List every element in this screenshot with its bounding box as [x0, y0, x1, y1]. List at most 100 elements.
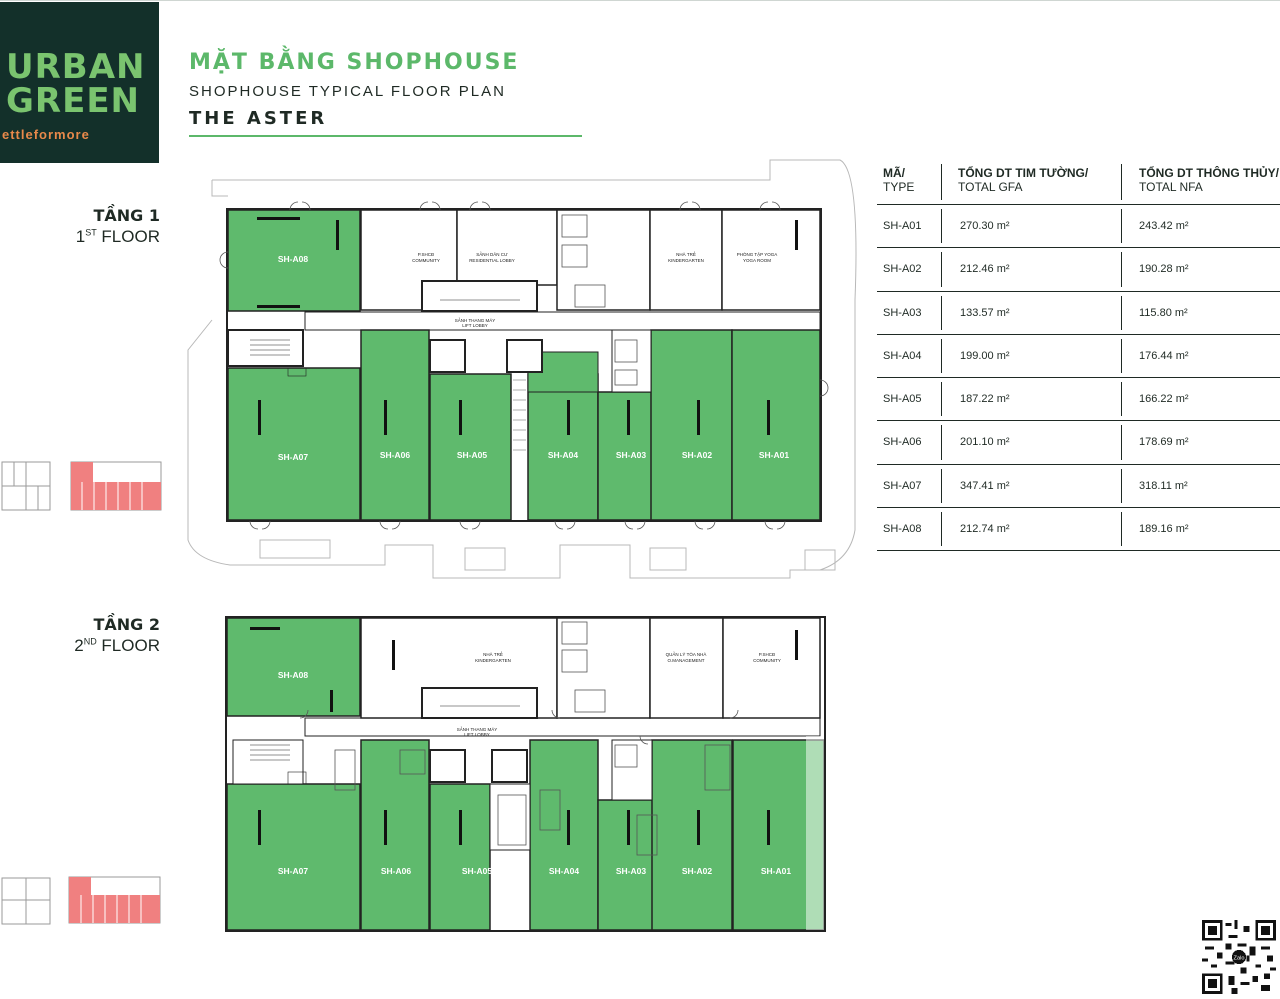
- unit-gfa: 347.41 m²: [960, 479, 1010, 492]
- floor2-unit-sh-a08: [226, 617, 361, 717]
- floor1-label-sh-a03: SH-A03: [616, 450, 647, 460]
- unit-gfa: 212.46 m²: [960, 263, 1010, 276]
- unit-type: SH-A04: [883, 349, 922, 362]
- area-table-row: SH-A08 212.74 m² 189.16 m²: [877, 508, 1280, 552]
- floor1-label-sh-a01: SH-A01: [759, 450, 790, 460]
- svg-text:NHÀ TRẺ: NHÀ TRẺ: [483, 651, 503, 657]
- header-nfa: TỔNG DT THÔNG THỦY/TOTAL NFA: [1139, 166, 1279, 194]
- floor2-en: 2ND FLOOR: [74, 636, 160, 655]
- floor2-vn: TẦNG 2: [93, 615, 160, 634]
- key-plan-floor1-context: [1, 461, 51, 511]
- key-plan-floor2-context: [1, 877, 51, 925]
- floor2-unit-labels: SH-A08 SH-A07 SH-A06 SH-A05 SH-A04 SH-A0…: [278, 670, 792, 876]
- floor1-unit-sh-a06: [360, 329, 430, 521]
- key-plan-floor1: [70, 461, 162, 511]
- floor1-en: 1ST FLOOR: [75, 227, 160, 246]
- brand-line2: GREEN: [6, 81, 140, 121]
- floor1-unit-sh-a01: [731, 329, 821, 521]
- unit-nfa: 243.42 m²: [1139, 220, 1189, 232]
- floor2-label-sh-a04: SH-A04: [549, 866, 580, 876]
- brand-tagline: ettleformore: [2, 127, 90, 142]
- floor1-unit-sh-a07: [227, 367, 361, 521]
- key-plan-floor2: [68, 876, 161, 924]
- svg-text:SẢNH THANG MÁY: SẢNH THANG MÁY: [457, 726, 497, 732]
- floor2-label-sh-a06: SH-A06: [381, 866, 412, 876]
- svg-text:NHÀ TRẺ: NHÀ TRẺ: [676, 251, 696, 257]
- brand-logo: URBAN GREEN ettleformore: [0, 2, 159, 163]
- svg-text:O.MANAGEMENT: O.MANAGEMENT: [667, 658, 704, 663]
- area-table-row: SH-A07 347.41 m² 318.11 m²: [877, 465, 1280, 509]
- qr-zalo-badge: Zalo: [1234, 956, 1245, 962]
- svg-text:RESIDENTIAL LOBBY: RESIDENTIAL LOBBY: [469, 258, 515, 263]
- unit-gfa: 133.57 m²: [960, 306, 1010, 319]
- floor2-plan: [225, 616, 826, 932]
- building-name: THE ASTER: [189, 108, 328, 129]
- floor2-unit-sh-a06: [360, 739, 430, 931]
- floor1-label-sh-a06: SH-A06: [380, 450, 411, 460]
- unit-type: SH-A02: [883, 263, 922, 276]
- floor2-label-sh-a03: SH-A03: [616, 866, 647, 876]
- unit-gfa: 199.00 m²: [960, 349, 1010, 362]
- unit-nfa: 318.11 m²: [1139, 479, 1188, 492]
- area-table-row: SH-A05 187.22 m² 166.22 m²: [877, 378, 1280, 422]
- floor1-unit-sh-a02: [650, 329, 733, 521]
- unit-type: SH-A06: [883, 436, 922, 449]
- floor1-label-sh-a02: SH-A02: [682, 450, 713, 460]
- area-table-row: SH-A02 212.46 m² 190.28 m²: [877, 248, 1280, 292]
- unit-type: SH-A01: [883, 220, 922, 232]
- unit-nfa: 190.28 m²: [1139, 263, 1189, 276]
- svg-text:P.SHCĐ: P.SHCĐ: [759, 652, 776, 657]
- svg-text:P.SHCĐ: P.SHCĐ: [418, 252, 435, 257]
- floor2-unit-sh-a05: [429, 783, 491, 931]
- unit-type: SH-A07: [883, 479, 922, 492]
- svg-text:LIFT LOBBY: LIFT LOBBY: [462, 323, 487, 328]
- floor2-label-sh-a08: SH-A08: [278, 670, 309, 680]
- area-table-row: SH-A01 270.30 m² 243.42 m²: [877, 205, 1280, 249]
- area-table-row: SH-A04 199.00 m² 176.44 m²: [877, 335, 1280, 379]
- floor1-label-sh-a08: SH-A08: [278, 254, 309, 264]
- floor1-unit-sh-a05: [429, 373, 512, 521]
- unit-nfa: 115.80 m²: [1139, 306, 1188, 319]
- svg-text:COMMUNITY: COMMUNITY: [753, 658, 781, 663]
- svg-text:SẢNH THANG MÁY: SẢNH THANG MÁY: [455, 317, 495, 323]
- brand-line1: URBAN: [6, 47, 146, 87]
- floor1-room-labels: P.SHCĐ COMMUNITY SẢNH DÂN CƯ RESIDENTIAL…: [412, 251, 777, 328]
- svg-text:KINDERGARTEN: KINDERGARTEN: [475, 658, 511, 663]
- title-en: SHOPHOUSE TYPICAL FLOOR PLAN: [189, 83, 506, 100]
- unit-gfa: 212.74 m²: [960, 523, 1010, 536]
- svg-text:PHÒNG TẬP YOGA: PHÒNG TẬP YOGA: [737, 251, 778, 257]
- floor1-label-sh-a04: SH-A04: [548, 450, 579, 460]
- title-vn: MẶT BẰNG SHOPHOUSE: [189, 50, 520, 75]
- top-rule: [0, 0, 1280, 1]
- floor1-label: TẦNG 1 1ST FLOOR: [10, 206, 160, 247]
- floor1-vn: TẦNG 1: [93, 206, 160, 225]
- unit-gfa: 270.30 m²: [960, 220, 1010, 232]
- floor1-label-sh-a05: SH-A05: [457, 450, 488, 460]
- svg-text:COMMUNITY: COMMUNITY: [412, 258, 440, 263]
- unit-gfa: 187.22 m²: [960, 393, 1010, 406]
- floor2-unit-sh-a07: [226, 783, 361, 931]
- floor2-label-sh-a02: SH-A02: [682, 866, 713, 876]
- floor2-unit-sh-a04: [529, 739, 599, 931]
- header-type: MÃ/TYPE: [883, 166, 915, 194]
- unit-nfa: 176.44 m²: [1139, 349, 1189, 362]
- svg-text:KINDERGARTEN: KINDERGARTEN: [668, 258, 704, 263]
- floor2-label: TẦNG 2 2ND FLOOR: [10, 615, 160, 656]
- floor2-label-sh-a07: SH-A07: [278, 866, 309, 876]
- svg-text:SẢNH DÂN CƯ: SẢNH DÂN CƯ: [476, 251, 508, 257]
- unit-gfa: 201.10 m²: [960, 436, 1010, 449]
- unit-type: SH-A08: [883, 523, 922, 536]
- unit-nfa: 189.16 m²: [1139, 523, 1189, 536]
- floor2-room-labels: NHÀ TRẺ KINDERGARTEN QUẢN LÝ TÒA NHÀ O.M…: [457, 651, 781, 737]
- header-gfa: TỔNG DT TIM TƯỜNG/TOTAL GFA: [958, 166, 1089, 194]
- floor2-label-sh-a05: SH-A05: [462, 866, 493, 876]
- svg-text:QUẢN LÝ TÒA NHÀ: QUẢN LÝ TÒA NHÀ: [666, 651, 707, 657]
- area-table-header: MÃ/TYPE TỔNG DT TIM TƯỜNG/TOTAL GFA TỔNG…: [877, 160, 1280, 205]
- unit-nfa: 166.22 m²: [1139, 393, 1189, 406]
- svg-text:YOGA ROOM: YOGA ROOM: [743, 258, 771, 263]
- unit-type: SH-A05: [883, 393, 922, 406]
- floor1-plan: [187, 159, 857, 579]
